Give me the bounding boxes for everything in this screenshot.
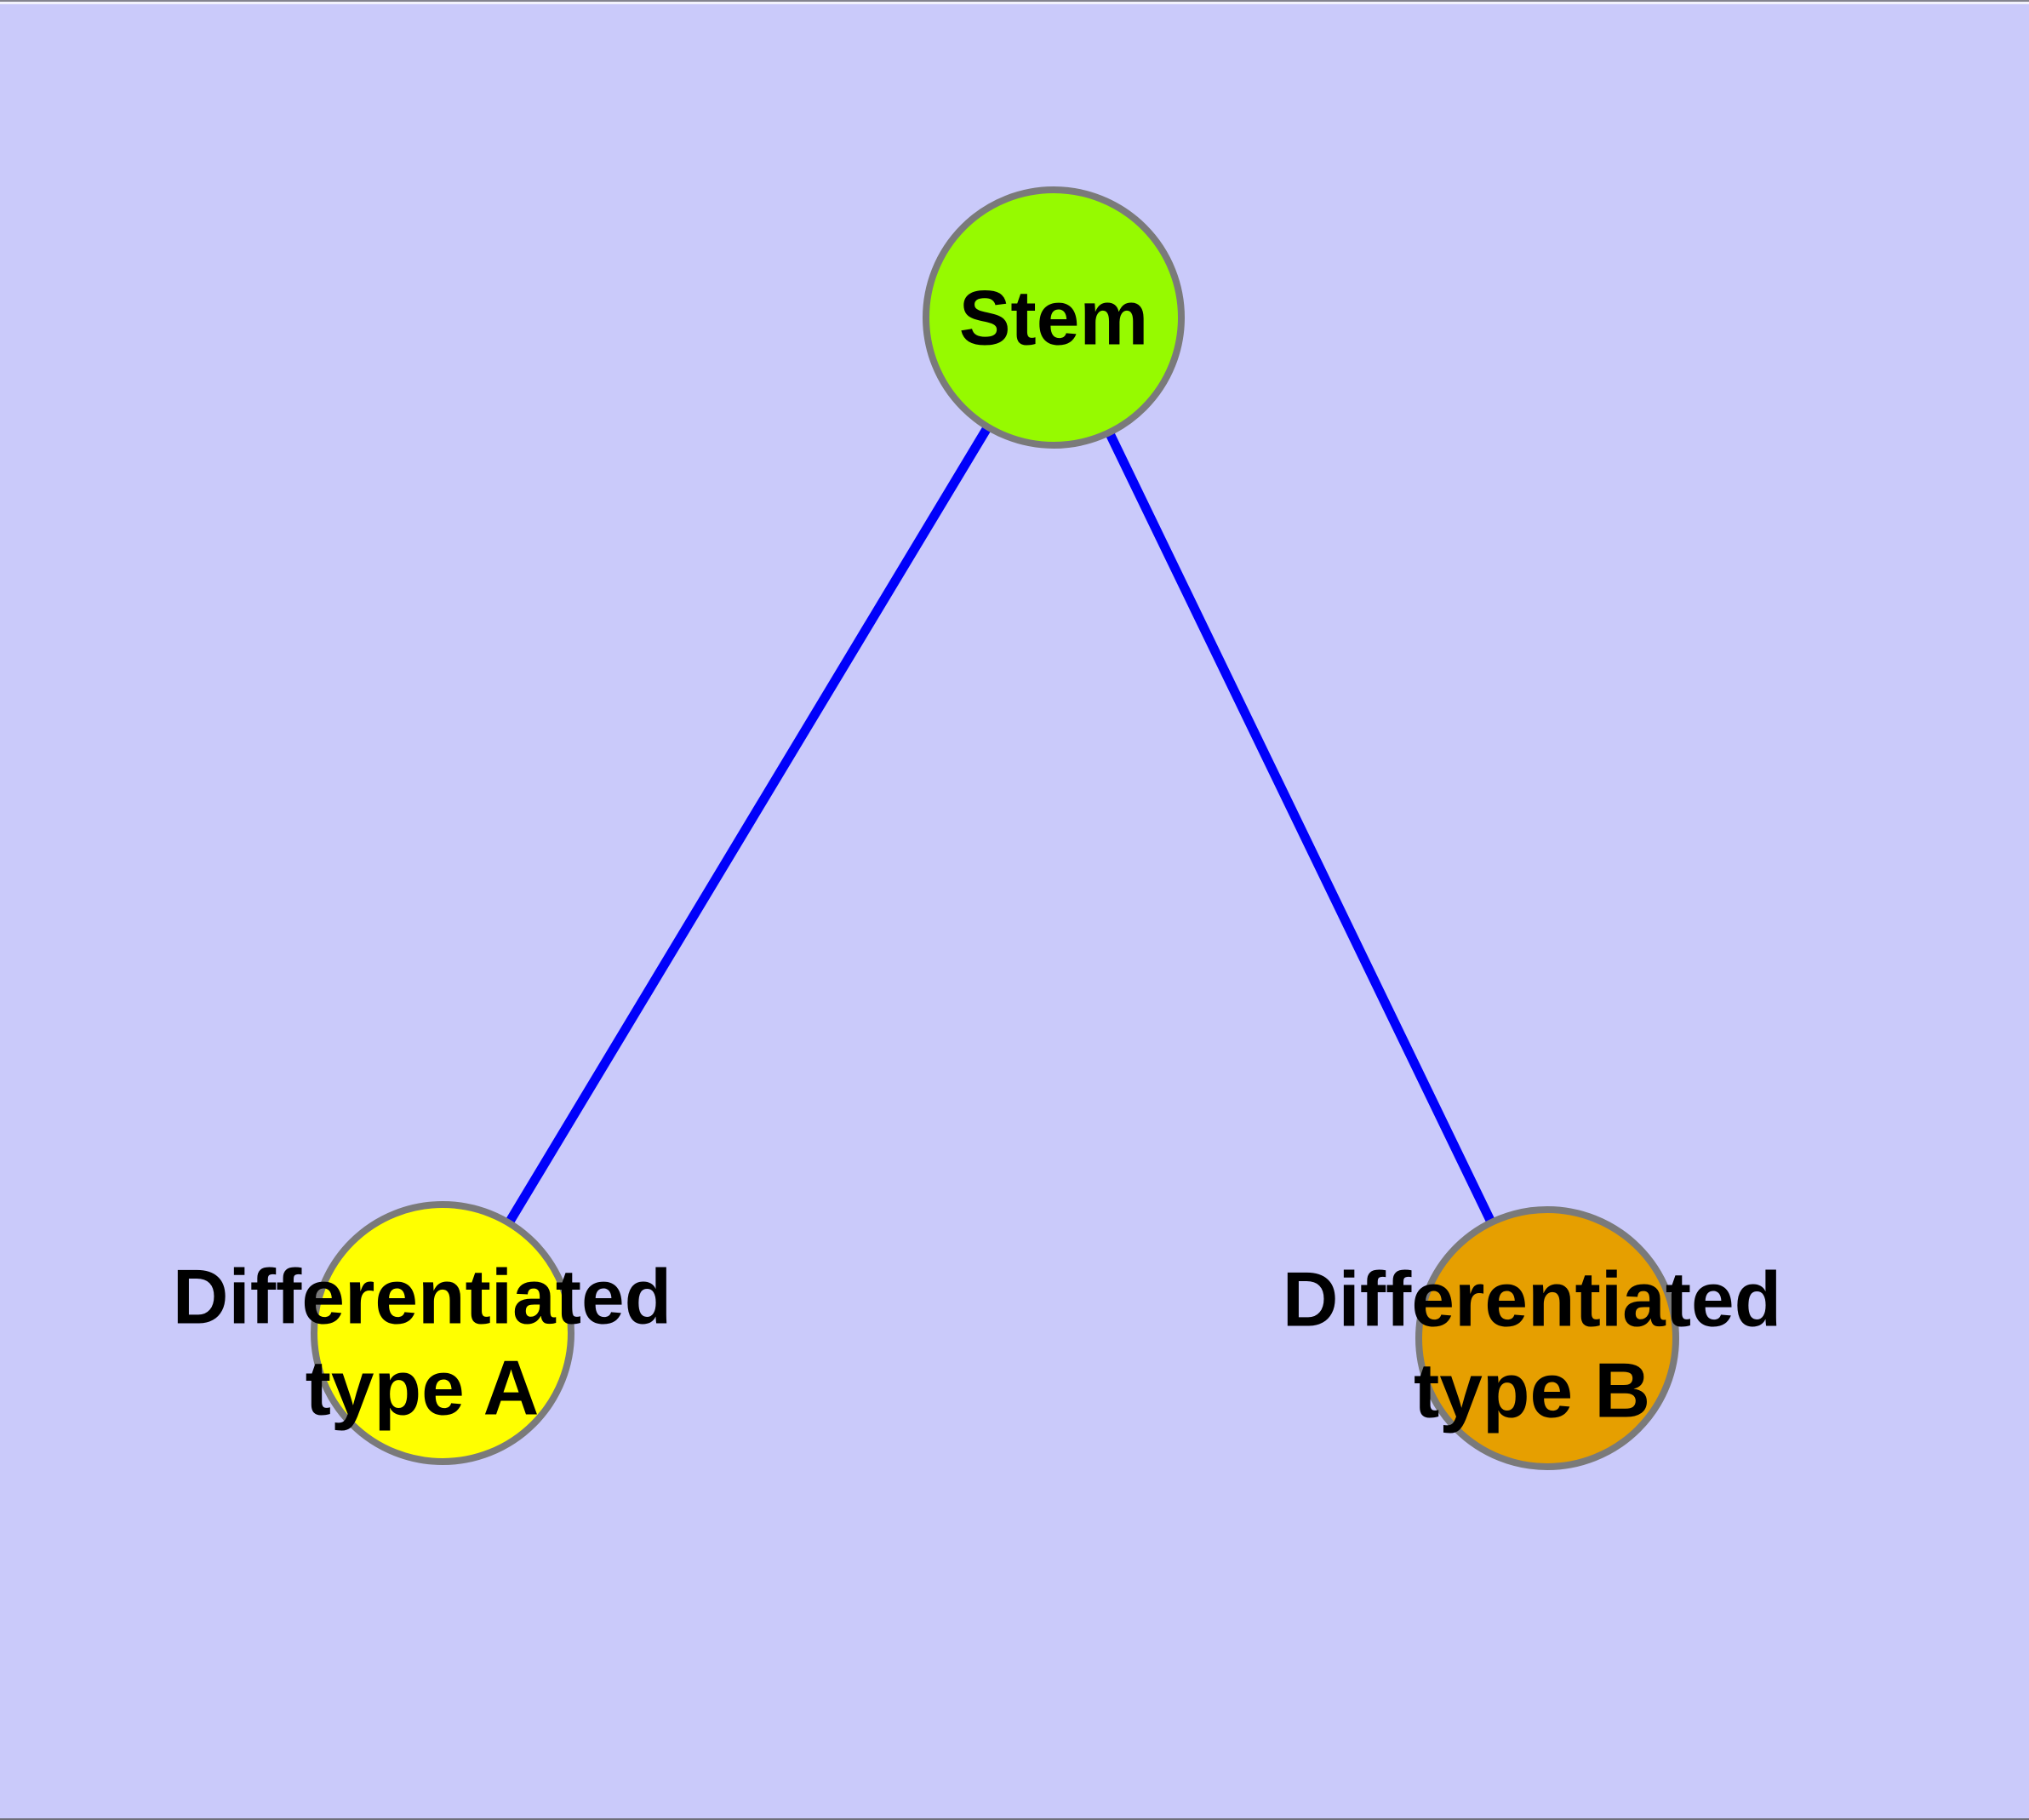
node-stem-label: Stem <box>959 272 1149 363</box>
window-edge-top-highlight <box>0 2 2029 4</box>
node-stem-label-line1: Stem <box>958 275 1149 362</box>
node-stem[interactable] <box>923 186 1185 449</box>
node-differentiated-type-a[interactable] <box>311 1201 574 1465</box>
node-differentiated-type-b[interactable] <box>1415 1206 1679 1470</box>
window-edge-top-line <box>0 0 2029 2</box>
node-type-a-label-line1: Differentiated <box>172 1254 672 1341</box>
window-edge-bottom-line <box>0 1818 2029 1820</box>
edge-stem-to-type-a[interactable] <box>438 315 1058 1336</box>
node-type-a-label: Differentiated type A <box>173 1252 672 1435</box>
node-type-b-label-line2: type B <box>1413 1348 1651 1434</box>
node-type-a-label-line2: type A <box>305 1346 540 1432</box>
node-type-b-label-line1: Differentiated <box>1282 1256 1782 1343</box>
node-type-b-label: Differentiated type B <box>1283 1255 1782 1438</box>
edge-stem-to-type-b[interactable] <box>1049 315 1552 1341</box>
